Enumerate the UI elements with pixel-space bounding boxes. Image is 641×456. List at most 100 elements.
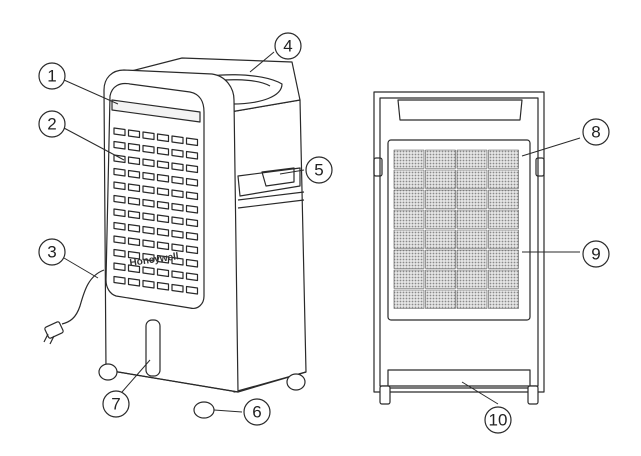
filter-cell <box>456 189 488 209</box>
filter-cell <box>456 169 488 189</box>
callout-2: 2 <box>38 110 66 138</box>
side-handle <box>237 167 301 197</box>
louver-slat <box>127 223 141 233</box>
louver-slat <box>185 177 199 187</box>
louver-slat <box>142 131 155 141</box>
filter-cell <box>393 249 425 269</box>
louver-slat <box>113 275 126 285</box>
filter-cell <box>456 289 488 309</box>
louver-slat <box>185 272 199 282</box>
louver-slat <box>171 162 184 172</box>
caster-wheel <box>286 373 306 391</box>
filter-cell <box>393 289 425 309</box>
filter-cell <box>488 209 519 229</box>
callout-leaders <box>63 51 581 413</box>
louver-slat <box>127 169 141 179</box>
filter-cell <box>456 149 488 169</box>
back-view <box>373 91 545 405</box>
filter-cell <box>488 269 519 289</box>
filter-cell <box>456 209 488 229</box>
louver-slat <box>142 185 155 195</box>
louver-slat <box>171 270 184 280</box>
filter-cell <box>456 249 488 269</box>
svg-text:7: 7 <box>111 395 120 414</box>
callout-10: 10 <box>484 406 512 434</box>
louvers <box>113 127 199 295</box>
louver-slat <box>156 241 170 251</box>
filter-cell <box>393 209 425 229</box>
callout-1: 1 <box>38 62 66 90</box>
caster-wheel <box>98 363 118 381</box>
louver-slat <box>142 198 155 208</box>
louver-slat <box>171 202 184 212</box>
filter-cell <box>393 189 425 209</box>
louver-slat <box>171 189 184 199</box>
louver-slat <box>127 142 141 152</box>
callout-5: 5 <box>305 156 333 184</box>
louver-slat <box>113 262 126 272</box>
louver-slat <box>113 181 126 191</box>
louver-slat <box>156 281 170 291</box>
louver-slat <box>127 196 141 206</box>
louver-slat <box>142 158 155 168</box>
svg-text:8: 8 <box>591 123 600 142</box>
caster-wheel <box>193 401 215 419</box>
filter-cell <box>456 269 488 289</box>
louver-slat <box>113 221 126 231</box>
plug-icon <box>43 321 64 345</box>
filter-cell <box>425 269 456 289</box>
louver-slat <box>142 171 155 181</box>
filter-cell <box>425 209 456 229</box>
svg-text:9: 9 <box>591 245 600 264</box>
filter-cell <box>488 149 519 169</box>
louver-slat <box>156 227 170 237</box>
louver-slat <box>156 160 170 170</box>
louver-slat <box>127 183 141 193</box>
svg-text:10: 10 <box>489 411 508 430</box>
louver-slat <box>156 173 170 183</box>
callout-8: 8 <box>582 118 610 146</box>
louver-slat <box>113 127 126 137</box>
callout-6: 6 <box>243 398 271 426</box>
louver-slat <box>185 191 199 201</box>
filter-cell <box>425 289 456 309</box>
svg-text:4: 4 <box>283 37 292 56</box>
filter-cell <box>425 249 456 269</box>
filter-cell <box>488 249 519 269</box>
filter-cell <box>488 169 519 189</box>
filter-cell <box>425 229 456 249</box>
svg-text:3: 3 <box>47 243 56 262</box>
louver-slat <box>185 204 199 214</box>
louver-slat <box>171 148 184 158</box>
callout-3: 3 <box>38 238 66 266</box>
louver-slat <box>171 135 184 145</box>
louver-slat <box>171 216 184 226</box>
callout-markers: 1 2 3 4 5 6 7 8 9 10 <box>38 32 610 434</box>
louver-slat <box>185 285 199 295</box>
water-level-window <box>145 319 161 377</box>
filter-cell <box>393 269 425 289</box>
louver-slat <box>127 264 141 274</box>
louver-slat <box>171 243 184 253</box>
louver-slat <box>156 214 170 224</box>
filter-cell <box>488 289 519 309</box>
callout-9: 9 <box>582 240 610 268</box>
louver-slat <box>127 129 141 139</box>
filter-cell <box>488 189 519 209</box>
filter-cell <box>456 229 488 249</box>
svg-text:2: 2 <box>47 115 56 134</box>
louver-slat <box>142 252 155 262</box>
louver-slat <box>142 212 155 222</box>
filter-cell <box>393 149 425 169</box>
louver-slat <box>127 250 141 260</box>
louver-slat <box>171 175 184 185</box>
louver-slat <box>156 268 170 278</box>
louver-slat <box>142 225 155 235</box>
callout-7: 7 <box>102 390 130 418</box>
power-cord <box>61 269 105 325</box>
louver-slat <box>156 146 170 156</box>
filter-cell <box>393 169 425 189</box>
svg-text:6: 6 <box>252 403 261 422</box>
